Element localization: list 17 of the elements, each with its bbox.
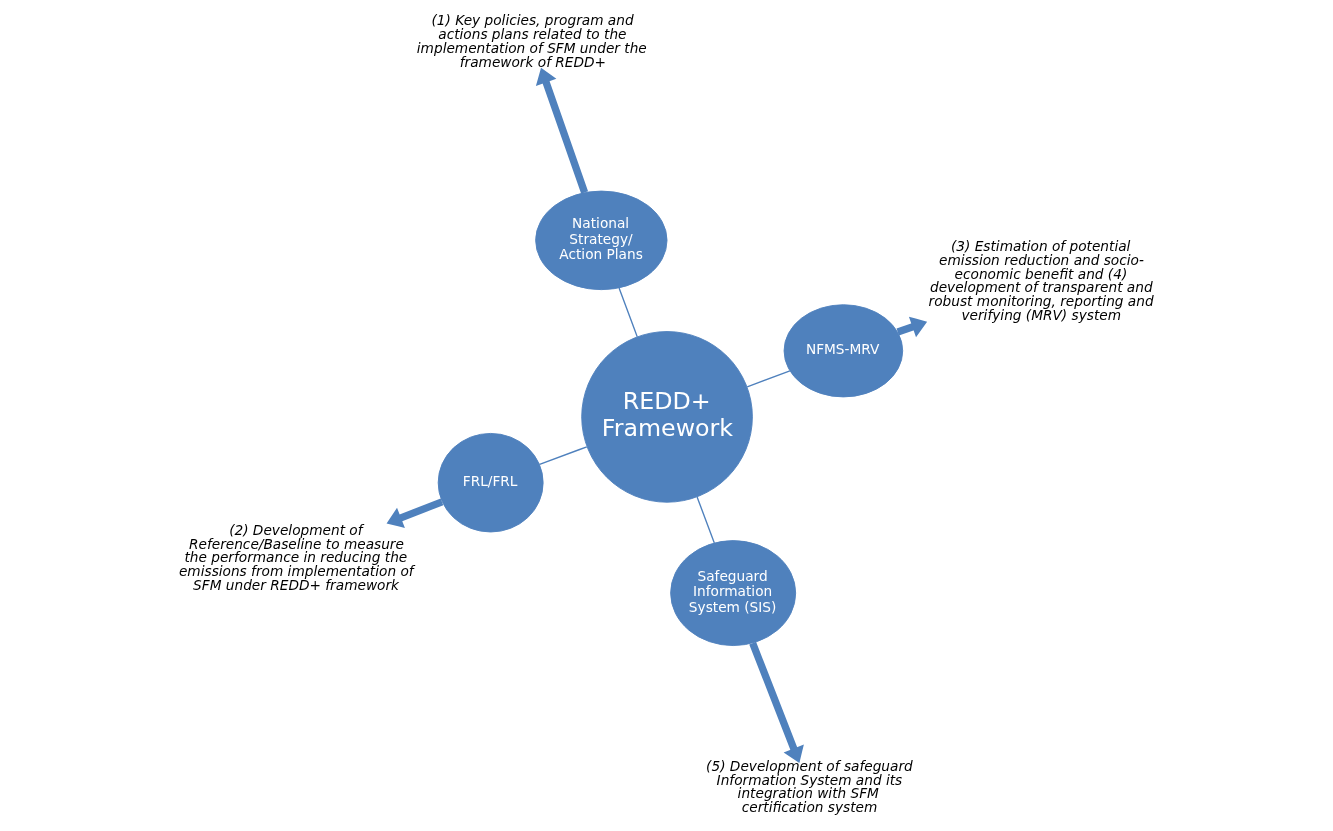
- connector: [746, 370, 791, 388]
- node-text: (2) Development of Reference/Baseline to measure the performance in reducing the emissions from implementation of SFM under REDD+ framework: [178, 521, 414, 593]
- node-ellipse: NFMS-MRV: [783, 304, 904, 398]
- node-circle: REDD+ Framework: [581, 331, 753, 503]
- node-ellipse: National Strategy/ Action Plans: [535, 190, 668, 291]
- arrow: [535, 67, 589, 194]
- node-text: (3) Estimation of potential emission reduction and socio-economic benefit and (4) development of transparent and robust monitoring, reporting and verifying (MRV) system: [928, 238, 1154, 323]
- connector: [538, 446, 588, 466]
- arrow: [896, 316, 928, 338]
- connector: [696, 496, 715, 544]
- node-text: (5) Development of safeguard Information System and its integration with SFM certification system: [706, 757, 913, 815]
- arrow: [386, 498, 444, 528]
- node-circle: FRL/FRL: [437, 432, 544, 533]
- connector: [618, 287, 638, 338]
- node-text: (1) Key policies, program and actions plans related to the implementation of SFM under the framework of REDD+: [416, 12, 647, 70]
- node-ellipse: Safeguard Information System (SIS): [670, 540, 797, 647]
- arrow: [749, 641, 804, 763]
